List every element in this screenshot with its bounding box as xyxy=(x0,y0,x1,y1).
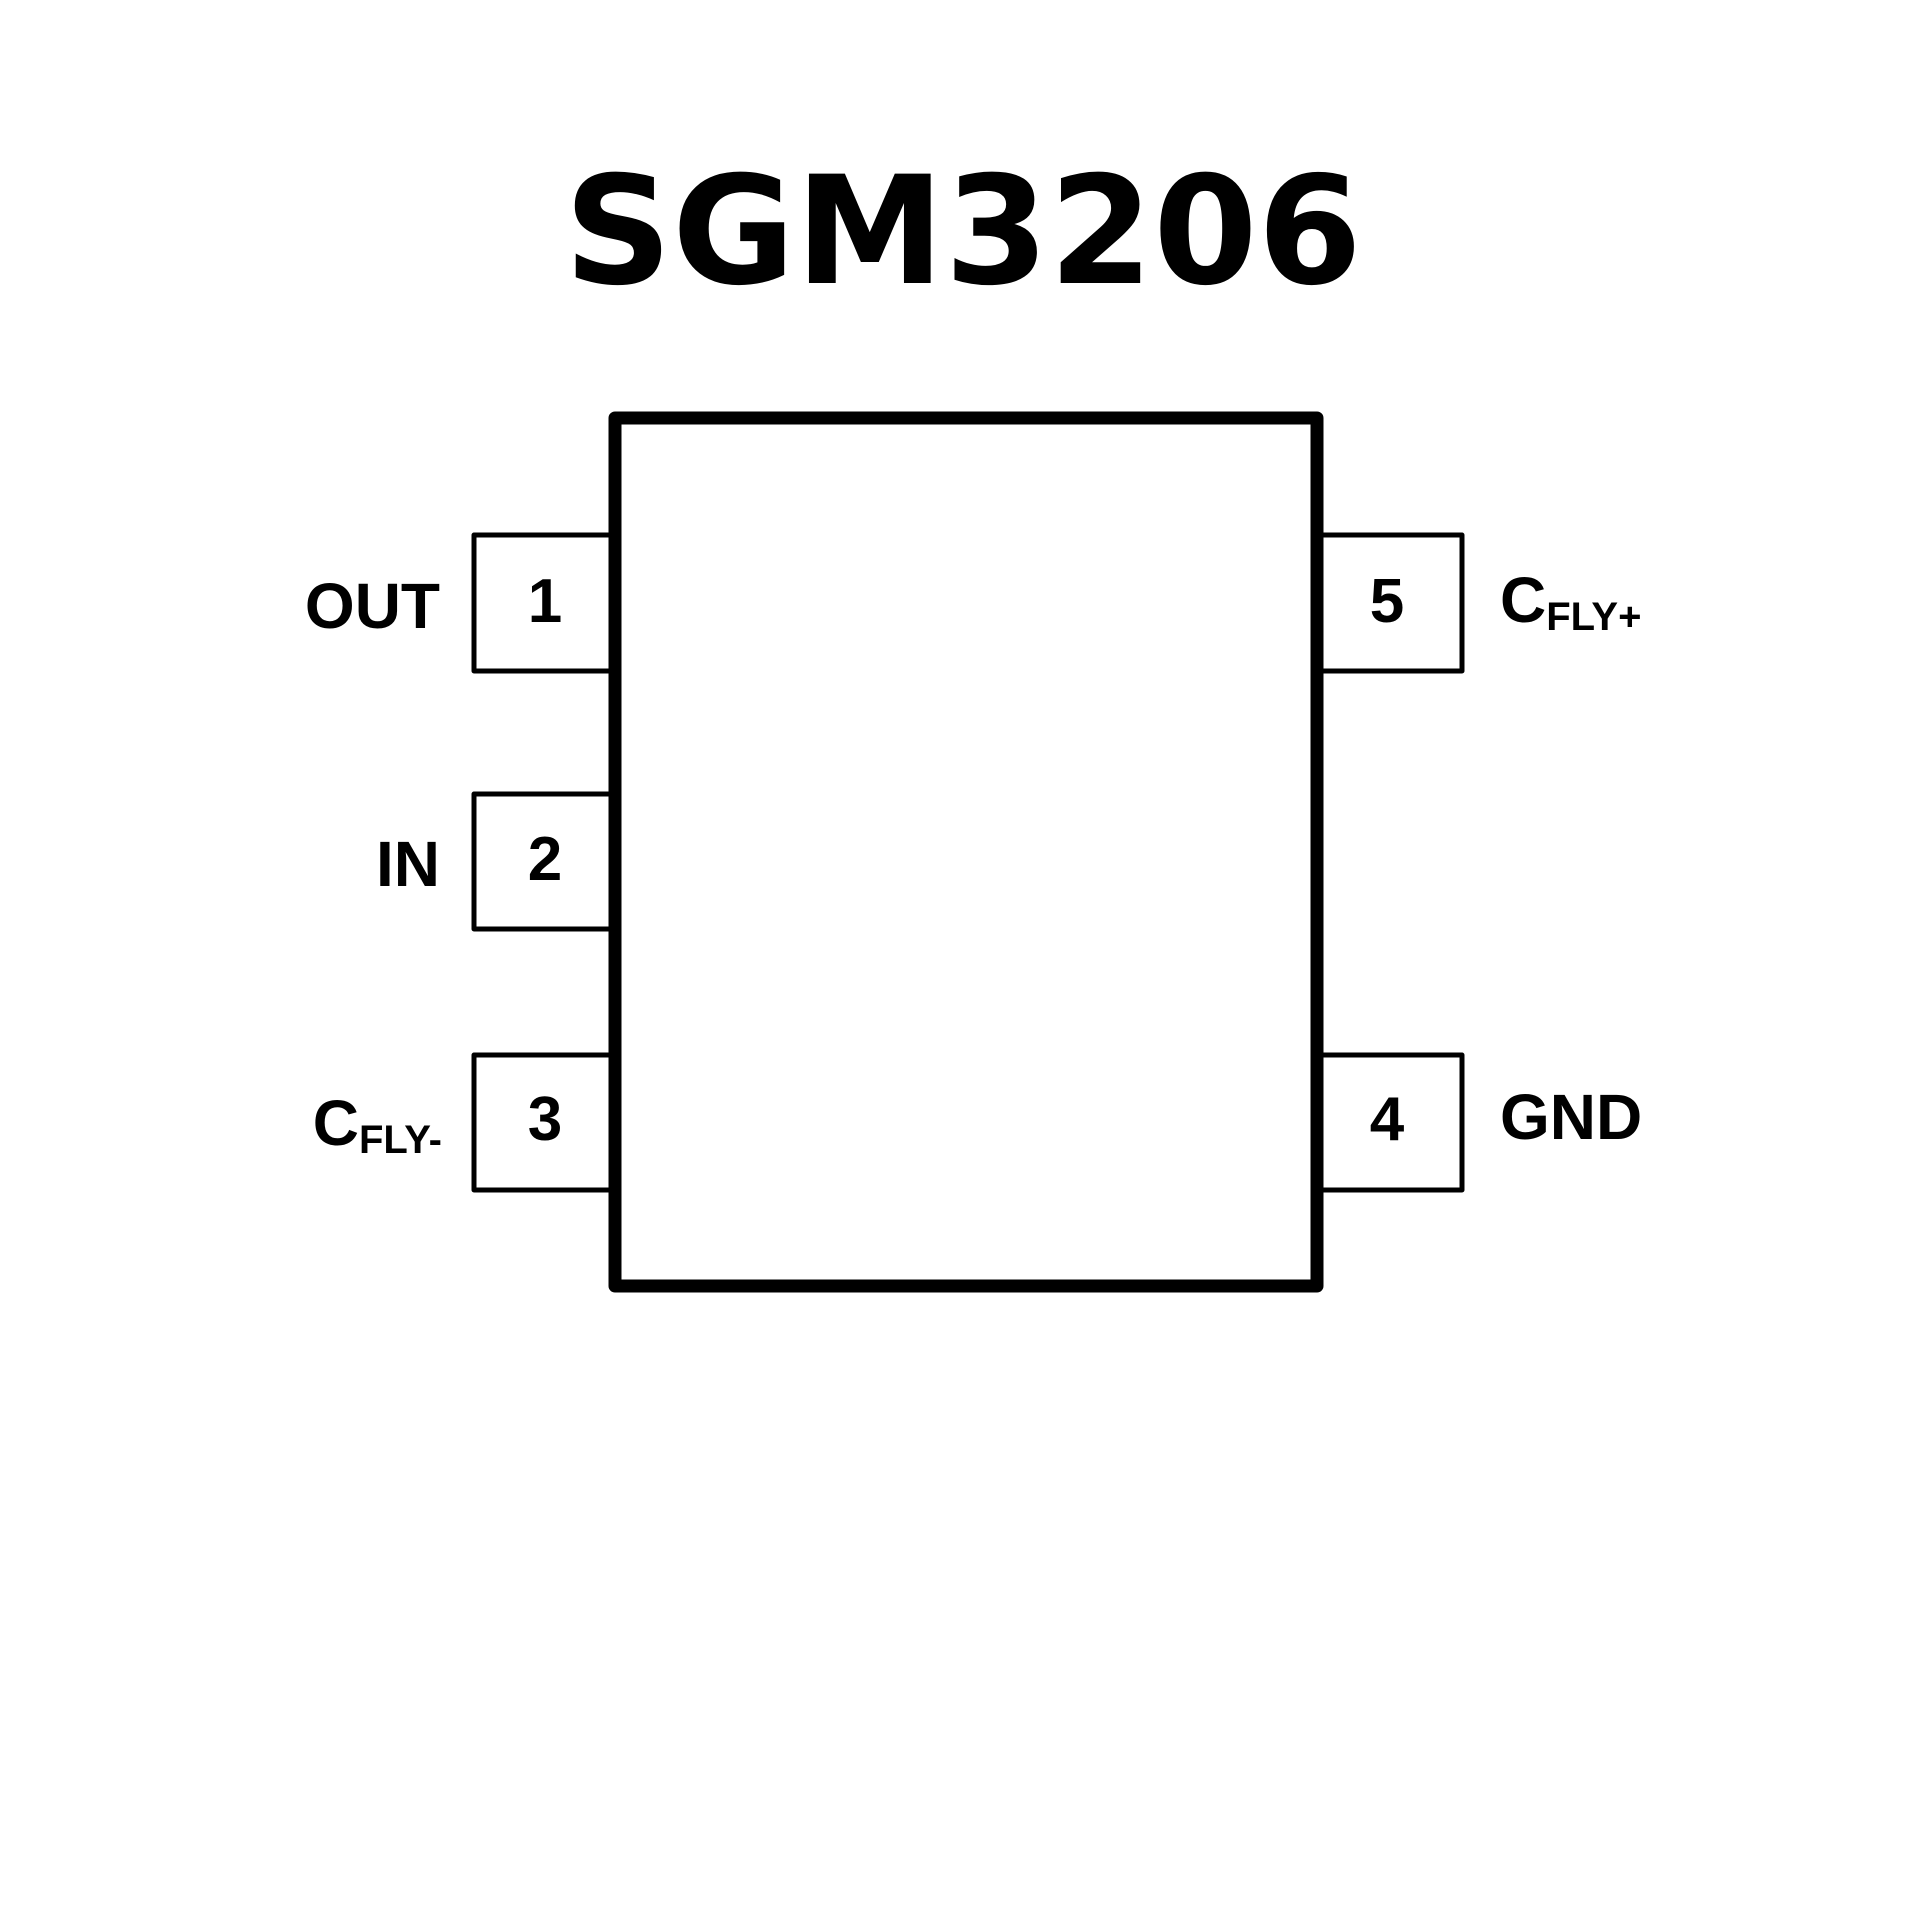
chip-title: SGM3206 xyxy=(564,145,1362,319)
pin-1 xyxy=(471,532,617,674)
pin-5-number: 5 xyxy=(1370,567,1404,636)
pin-3-label: CFLY- xyxy=(313,1087,442,1162)
pin-3 xyxy=(471,1052,617,1193)
pin-2 xyxy=(471,791,617,932)
chip-body xyxy=(608,411,1324,1293)
pin-2-number: 2 xyxy=(528,825,562,894)
pin-4-number: 4 xyxy=(1370,1085,1405,1154)
pin-1-number: 1 xyxy=(528,567,562,636)
pin-1-label: OUT xyxy=(305,570,440,642)
pin-4-label: GND xyxy=(1500,1081,1642,1153)
pin-2-label: IN xyxy=(376,828,440,900)
pin-3-number: 3 xyxy=(528,1085,562,1154)
pin-5-label: CFLY+ xyxy=(1500,564,1641,639)
pin-5 xyxy=(1315,532,1465,674)
pin-4 xyxy=(1315,1052,1465,1193)
